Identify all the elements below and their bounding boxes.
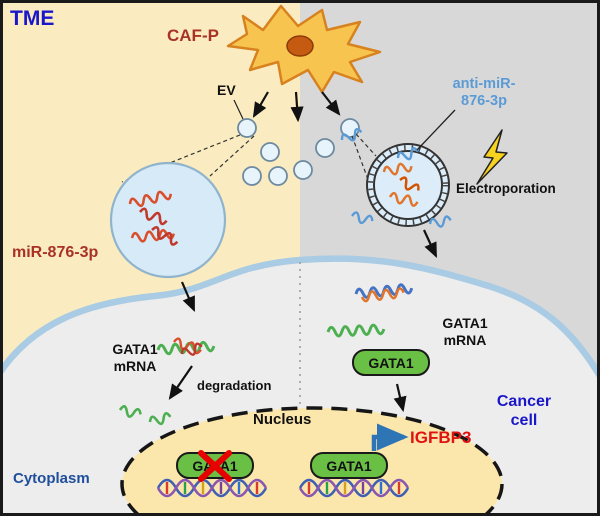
tme-label: TME [10,7,55,30]
anti-mir-pointer-line [416,109,456,151]
gata1-mrna-left-label: GATA1 mRNA [112,341,158,374]
gata1-active-box: GATA1 [310,452,388,479]
ev-pointer-line [233,99,244,120]
mir-vesicle [109,161,227,279]
vesicle-entry-arrow [423,229,437,258]
mir-876-3p-label: miR-876-3p [12,244,99,261]
cytoplasm-label: Cytoplasm [13,470,90,487]
caf-p-cell [226,4,382,94]
caf-p-nucleus [286,35,314,57]
igfbp3-label: IGFBP3 [410,428,472,447]
cancer-cell-label: Cancer cell [496,393,552,430]
ev-zoom-lines-right [351,133,381,213]
degradation-label: degradation [197,378,272,393]
transcription-arrow [371,423,409,451]
electroporation-vesicle [339,126,453,230]
degradation-arrow [168,365,193,400]
nucleus-label: Nucleus [253,411,312,428]
caf-p-label: CAF-P [167,26,219,45]
lightning-bolt-icon [476,129,508,185]
red-x-icon [198,450,232,482]
electroporation-label: Electroporation [456,181,556,196]
ev-label: EV [217,82,236,98]
anti-mir-label: anti-miR- 876-3p [452,76,516,110]
gata1-to-nucleus-arrow [393,383,407,413]
gata1-protein-box: GATA1 [352,349,430,376]
gata1-mrna-right-label: GATA1 mRNA [442,315,488,348]
secretion-arrows [252,91,341,123]
mir-entry-arrow [180,281,196,313]
